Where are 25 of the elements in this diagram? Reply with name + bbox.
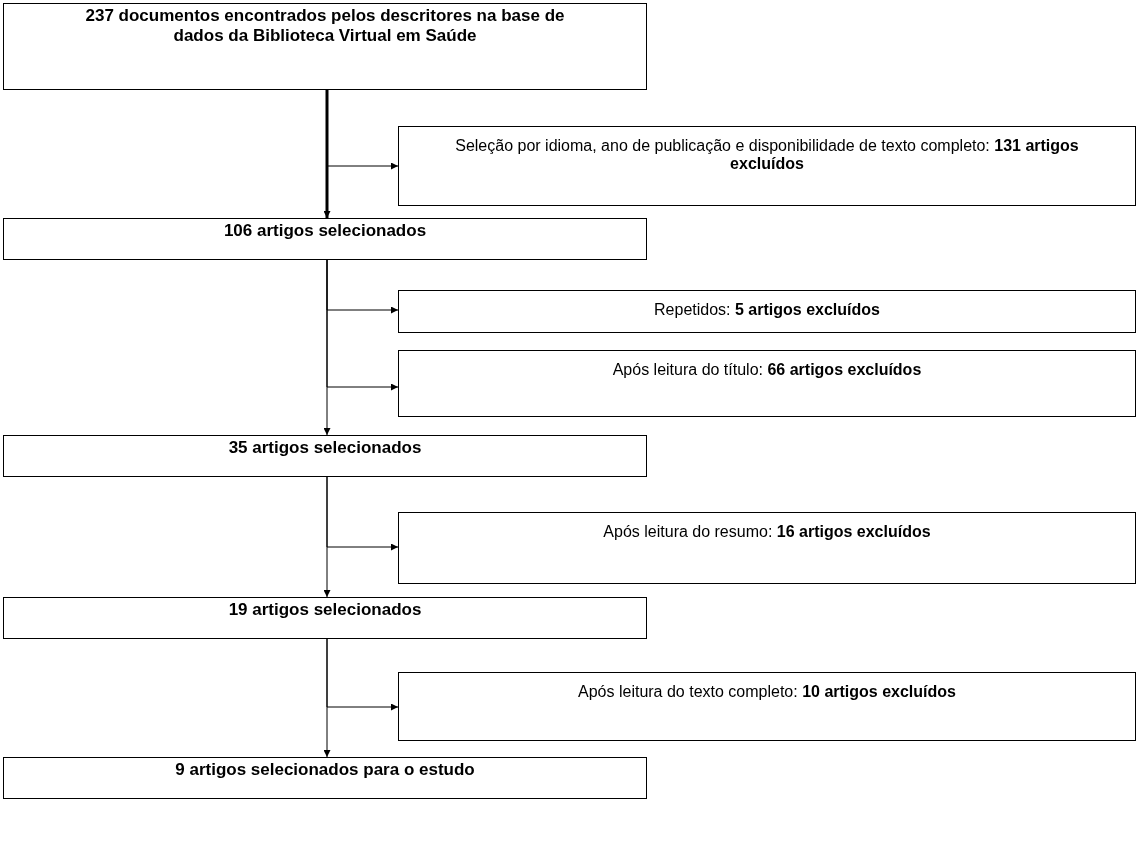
result-text: 19 artigos selecionados: [227, 600, 423, 620]
result-box: [3, 597, 647, 639]
arrow: [326, 638, 399, 711]
result-text: 237 documentos encontrados pelos descritores na base de dados da Biblioteca Virtual em Saúde: [84, 6, 566, 46]
arrow: [323, 90, 331, 218]
exclusion-text: Repetidos: 5 artigos excluídos: [653, 301, 881, 320]
result-text: 35 artigos selecionados: [227, 438, 423, 458]
result-text: 9 artigos selecionados para o estudo: [174, 760, 476, 780]
result-box: [3, 3, 647, 90]
exclusion-box: [398, 672, 1136, 741]
result-text: 106 artigos selecionados: [222, 221, 428, 241]
arrow: [326, 259, 399, 391]
exclusion-text: Seleção por idioma, ano de publicação e disponibilidade de texto completo: 131 artigos excluídos: [454, 137, 1080, 174]
arrow: [326, 476, 399, 551]
exclusion-text: Após leitura do título: 66 artigos excluídos: [611, 361, 923, 380]
exclusion-box: [398, 290, 1136, 333]
exclusion-box: [398, 512, 1136, 584]
exclusion-box: [398, 126, 1136, 206]
exclusion-box: [398, 350, 1136, 417]
result-box: [3, 435, 647, 477]
exclusion-text: Após leitura do texto completo: 10 artigos excluídos: [577, 683, 957, 702]
result-box: [3, 218, 647, 260]
arrow: [326, 89, 399, 170]
result-box: [3, 757, 647, 799]
exclusion-text: Após leitura do resumo: 16 artigos excluídos: [602, 523, 932, 542]
